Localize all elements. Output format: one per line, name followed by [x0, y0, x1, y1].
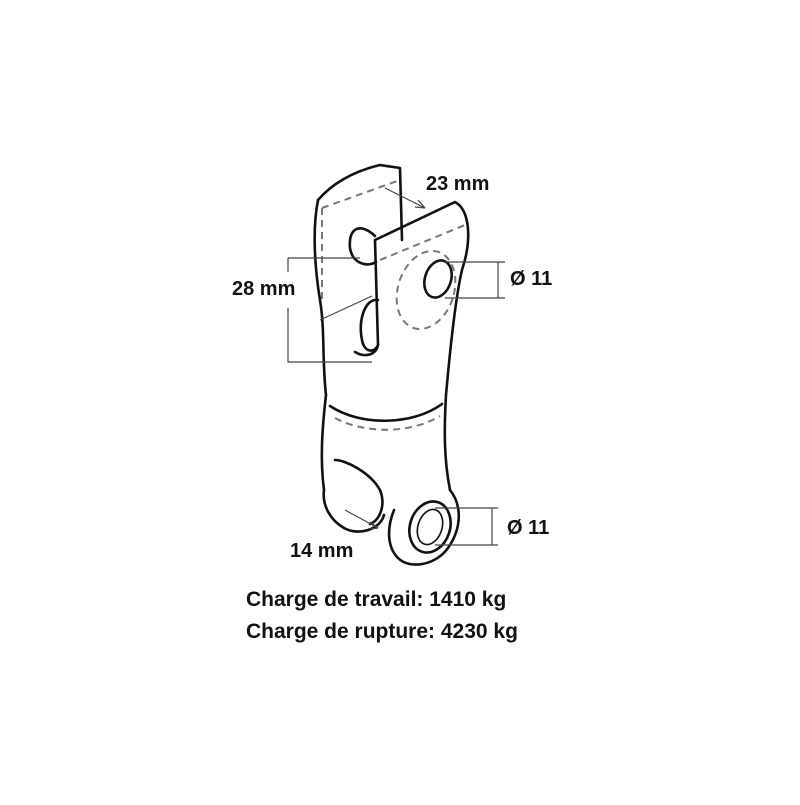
jaw-depth-label: 28 mm — [232, 278, 296, 300]
bottom-hole-diameter-label: Ø 11 — [507, 517, 550, 539]
jaw-width-label: 23 mm — [426, 173, 490, 195]
bottom-slot-width-label: 14 mm — [290, 540, 354, 562]
breaking-load-text: Charge de rupture: 4230 kg — [246, 620, 518, 643]
top-hole-diameter-label: Ø 11 — [510, 268, 553, 290]
working-load-text: Charge de travail: 1410 kg — [246, 588, 507, 611]
